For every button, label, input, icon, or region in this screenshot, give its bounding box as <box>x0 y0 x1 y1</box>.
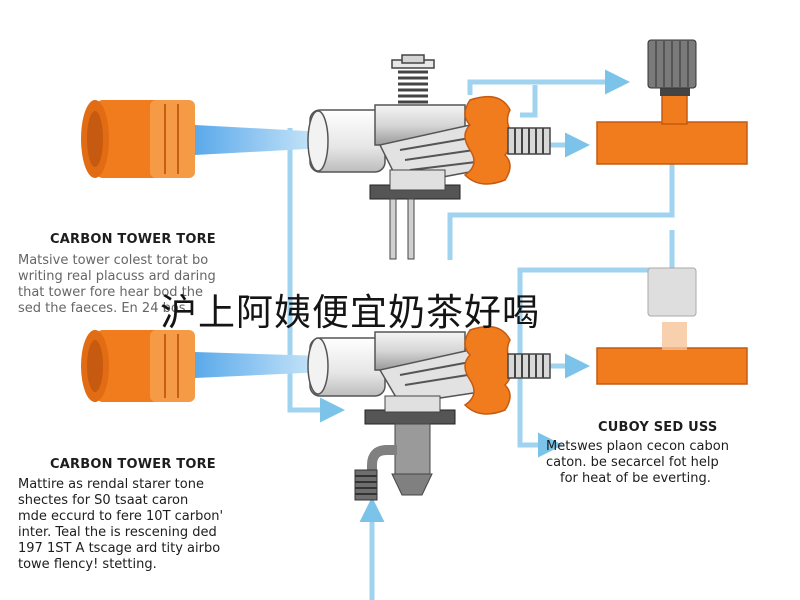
orange-flange-upper <box>463 95 513 185</box>
flow-line-left-vertical <box>287 128 345 423</box>
support-column-upper <box>369 169 461 260</box>
beam-upper <box>195 125 325 155</box>
connector-lower <box>507 353 551 379</box>
flow-line-right-vertical <box>447 135 675 260</box>
orange-nozzle-lower <box>81 330 195 402</box>
right-heading: CUBOY SED USS <box>598 420 718 435</box>
upper-left-heading: CARBON TOWER TORE <box>50 232 216 247</box>
upper-assembly <box>81 39 748 260</box>
valve-body-lower <box>307 331 481 405</box>
orange-tee-lower <box>596 267 748 385</box>
flow-line-return <box>520 85 538 118</box>
flow-line-top-right <box>467 69 630 95</box>
support-column-lower <box>354 395 456 501</box>
top-spring <box>391 54 435 104</box>
upper-left-line-1: Matsive tower colest torat bo <box>18 253 209 268</box>
orange-flange-lower <box>463 325 513 415</box>
lower-left-heading: CARBON TOWER TORE <box>50 457 216 472</box>
upper-left-line-2: writing real placuss ard daring <box>18 269 216 284</box>
lower-left-line-1: Mattire as rendal starer tone <box>18 477 204 492</box>
orange-tee-upper <box>596 39 748 165</box>
upper-left-line-4: sed the faeces. En 24 bos <box>18 301 186 316</box>
flow-lines <box>287 69 675 600</box>
lower-left-line-4: inter. Teal the is rescening ded <box>18 525 217 540</box>
lower-assembly <box>81 267 748 501</box>
connector-upper <box>507 127 551 155</box>
lower-left-line-6: towe flency! stetting. <box>18 557 157 572</box>
orange-nozzle-upper <box>81 100 195 178</box>
upper-left-line-3: that tower fore hear bod the <box>18 285 204 300</box>
right-line-3: for heat of be everting. <box>560 471 711 486</box>
lower-left-line-2: shectes for S0 tsaat caron <box>18 493 189 508</box>
lower-left-line-5: 197 1ST A tscage ard tity airbo <box>18 541 221 556</box>
right-line-2: caton. be secarcel fot help <box>546 455 719 470</box>
beam-lower <box>195 352 325 378</box>
overlay-caption: 沪上阿姨便宜奶茶好喝 <box>160 291 540 334</box>
flow-line-down-arrow <box>517 432 563 458</box>
right-line-1: Metswes plaon cecon cabon <box>546 439 729 454</box>
lower-left-line-3: mde eccurd to fere 10T carbon' <box>18 509 224 524</box>
